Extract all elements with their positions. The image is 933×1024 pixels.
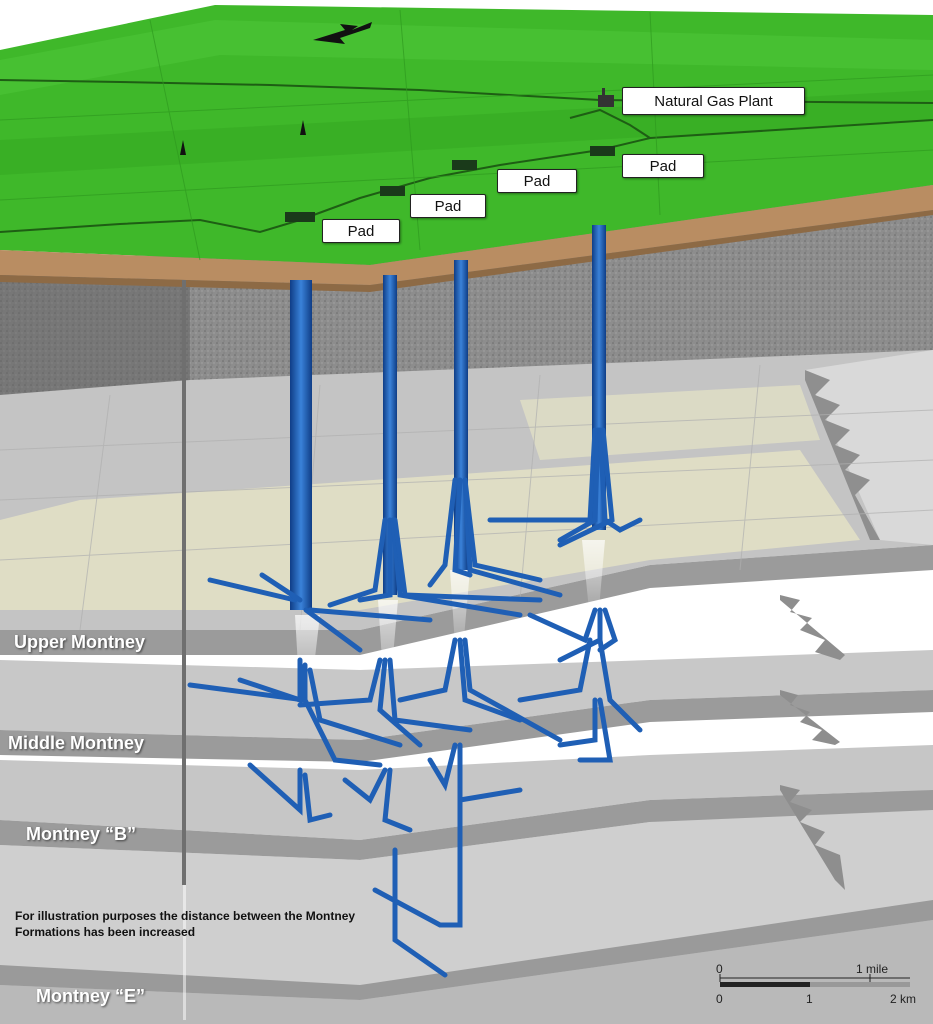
illustration-note: For illustration purposes the distance b…: [15, 909, 356, 939]
formation-e: [0, 785, 933, 1024]
scale-km-two: 2 km: [890, 992, 917, 1006]
pad-label-4: Pad: [622, 154, 704, 178]
pad-label-2: Pad: [410, 194, 486, 218]
well-derrick-icon: [180, 120, 306, 155]
gas-plant-icon: [598, 88, 614, 107]
pad-sites: [285, 146, 615, 222]
scale-km-zero: 0: [716, 992, 723, 1006]
north-arrow-icon: [313, 22, 372, 44]
pad-label-3: Pad: [497, 169, 577, 193]
scale-mile-zero: 0: [716, 962, 723, 976]
scale-mile-one: 1 mile: [856, 962, 889, 976]
natural-gas-plant-label: Natural Gas Plant: [622, 87, 805, 115]
middle-montney-label: Middle Montney: [8, 733, 144, 753]
side-steps: [780, 595, 845, 890]
formation-b: [0, 745, 933, 860]
observation-well: [182, 280, 186, 885]
wellbores: [187, 225, 643, 978]
montney-e-label: Montney “E”: [36, 986, 146, 1006]
pad-label-1: Pad: [322, 219, 400, 243]
scale-bar: [719, 974, 910, 987]
scale-km-one: 1: [806, 992, 813, 1006]
upper-montney-label: Upper Montney: [14, 632, 146, 652]
montney-b-label: Montney “B”: [26, 824, 136, 844]
